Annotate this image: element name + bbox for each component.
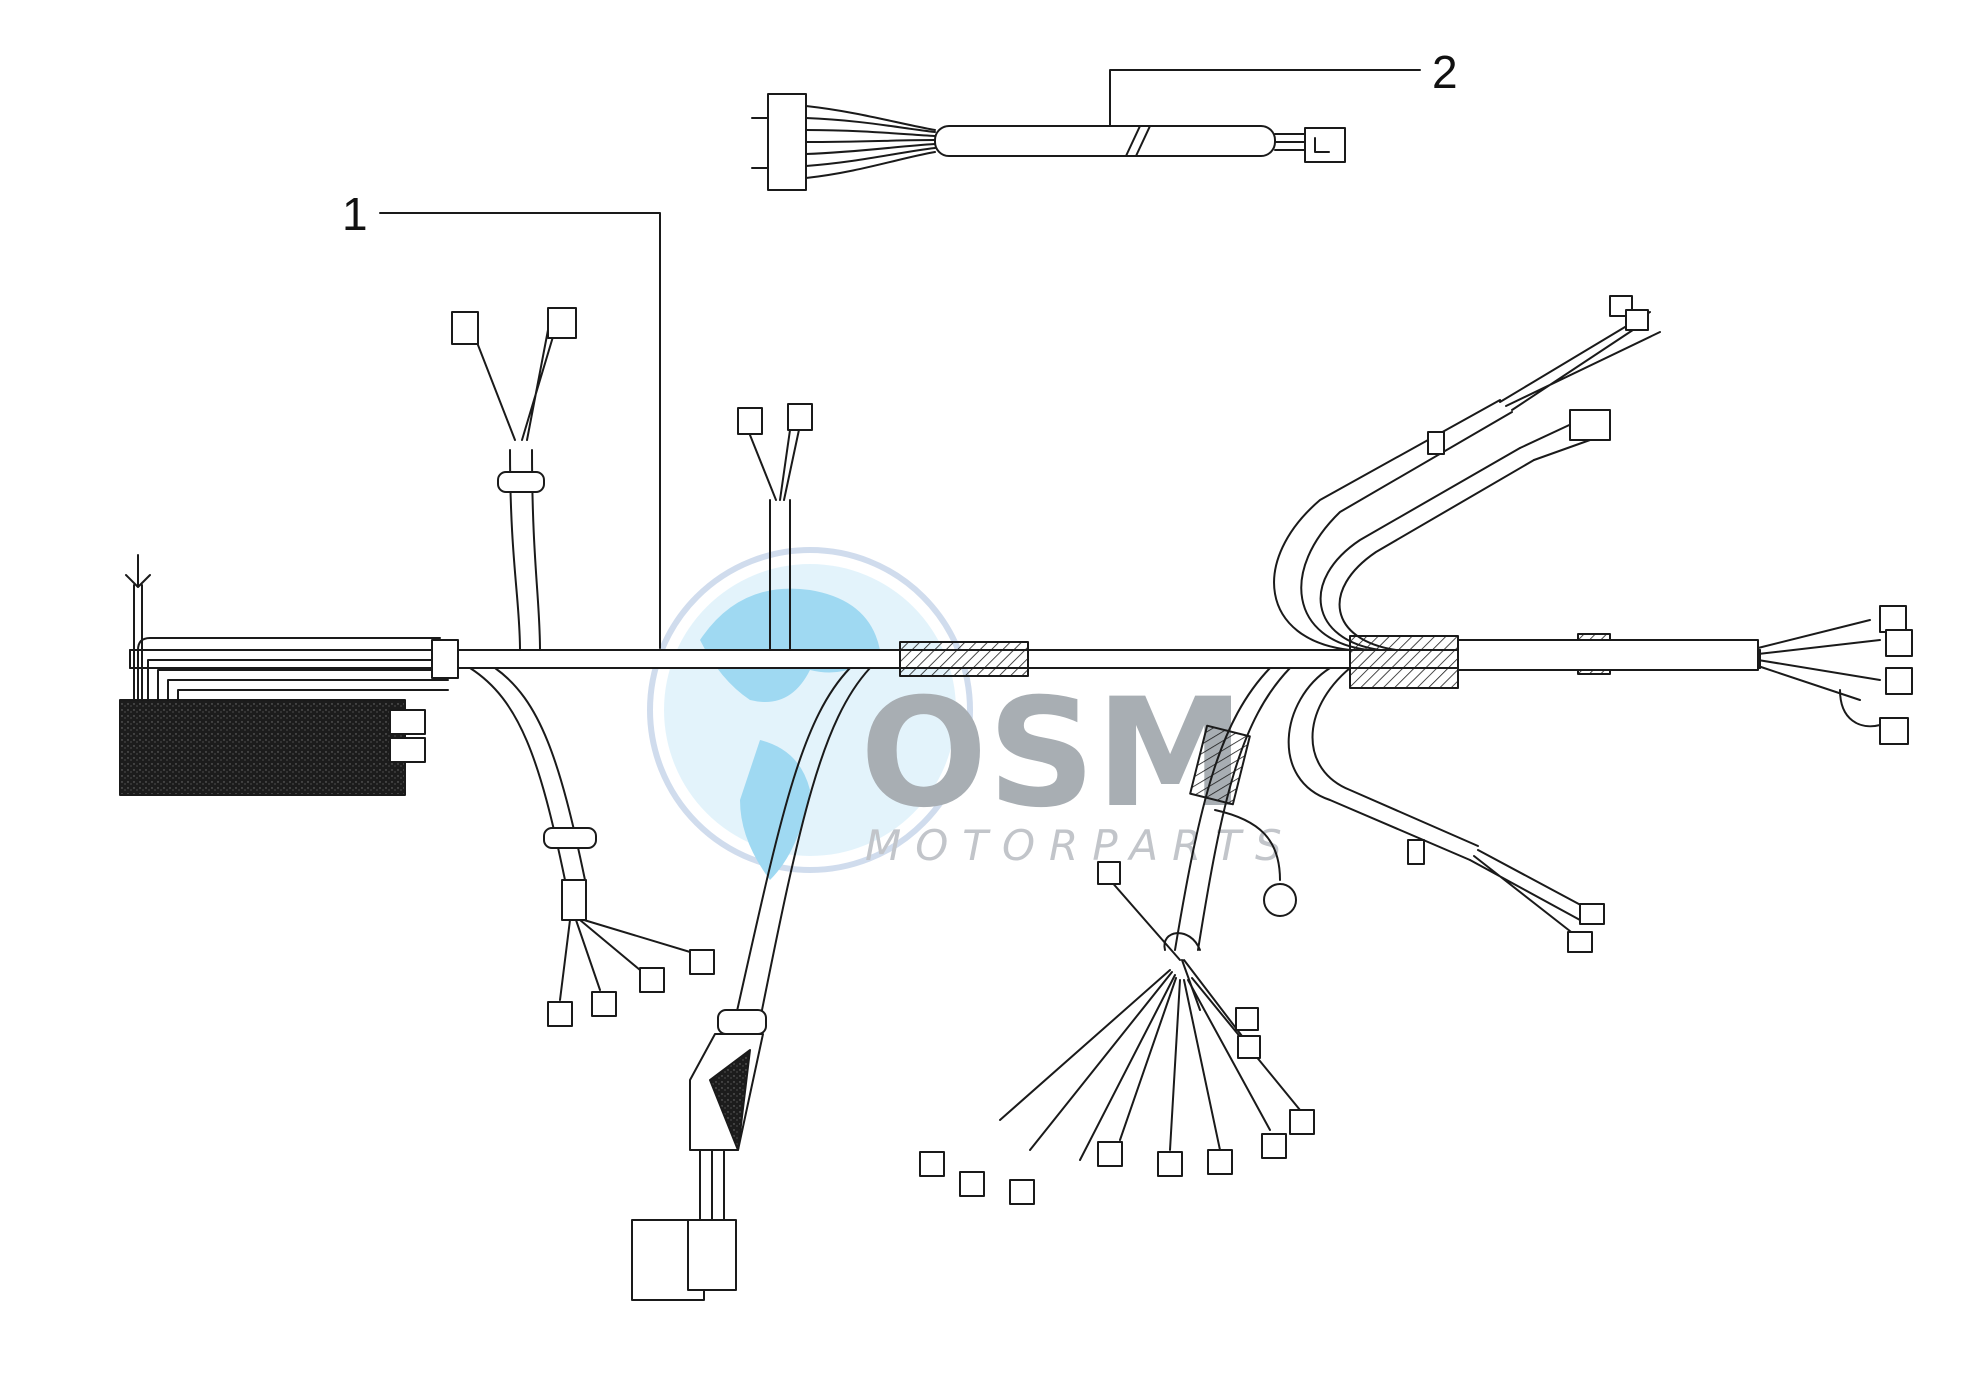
callout-1-label: 1	[342, 188, 368, 240]
callout-2-label: 2	[1432, 46, 1458, 98]
hatched-sleeve-1	[899, 641, 1029, 677]
harness-lines	[119, 69, 1913, 1301]
harness-2	[751, 93, 1346, 191]
globe-ring	[647, 547, 973, 873]
leader-line-1	[379, 212, 661, 649]
hatched-sleeve-2	[1349, 635, 1459, 689]
watermark-brand: OSM	[860, 667, 1245, 841]
connector-small	[1304, 127, 1346, 163]
hatched-sleeve-4	[1189, 724, 1251, 806]
cable-sheath	[934, 125, 1276, 157]
control-unit-block	[119, 699, 406, 796]
watermark-sub: MOTORPARTS	[865, 821, 1296, 870]
connector-multi-pin	[767, 93, 807, 191]
leader-line-2	[1109, 69, 1421, 127]
